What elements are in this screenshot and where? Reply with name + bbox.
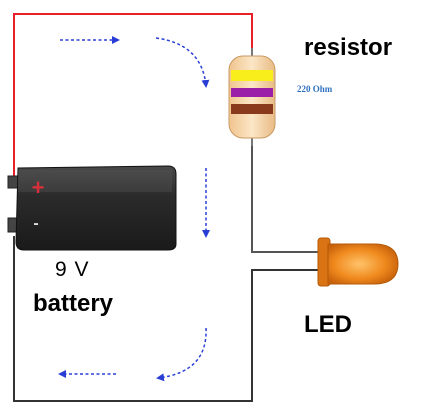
- led-to-battery-wire: [13, 236, 326, 402]
- battery-label: battery: [33, 290, 114, 317]
- positive-wire: [13, 13, 253, 182]
- resistor-band-2: [231, 88, 273, 97]
- resistance-label: 220 Ohm: [297, 84, 333, 94]
- current-arrows: [58, 36, 210, 382]
- arrow-curve-down: [155, 37, 210, 88]
- resistor-label: resistor: [304, 34, 393, 61]
- led: [316, 237, 399, 287]
- resistor-to-led-wire: [251, 130, 316, 253]
- battery: + -: [7, 165, 177, 251]
- led-label: LED: [304, 311, 352, 338]
- battery-plus-sign: +: [32, 175, 45, 200]
- resistor-band-3: [231, 104, 273, 114]
- resistor: [228, 48, 276, 146]
- battery-minus-sign: -: [33, 215, 38, 232]
- resistor-band-1: [231, 70, 273, 81]
- arrow-curve-left: [156, 327, 207, 382]
- voltage-label: 9 V: [55, 258, 90, 281]
- battery-body: [15, 165, 177, 251]
- led-dome: [327, 243, 399, 285]
